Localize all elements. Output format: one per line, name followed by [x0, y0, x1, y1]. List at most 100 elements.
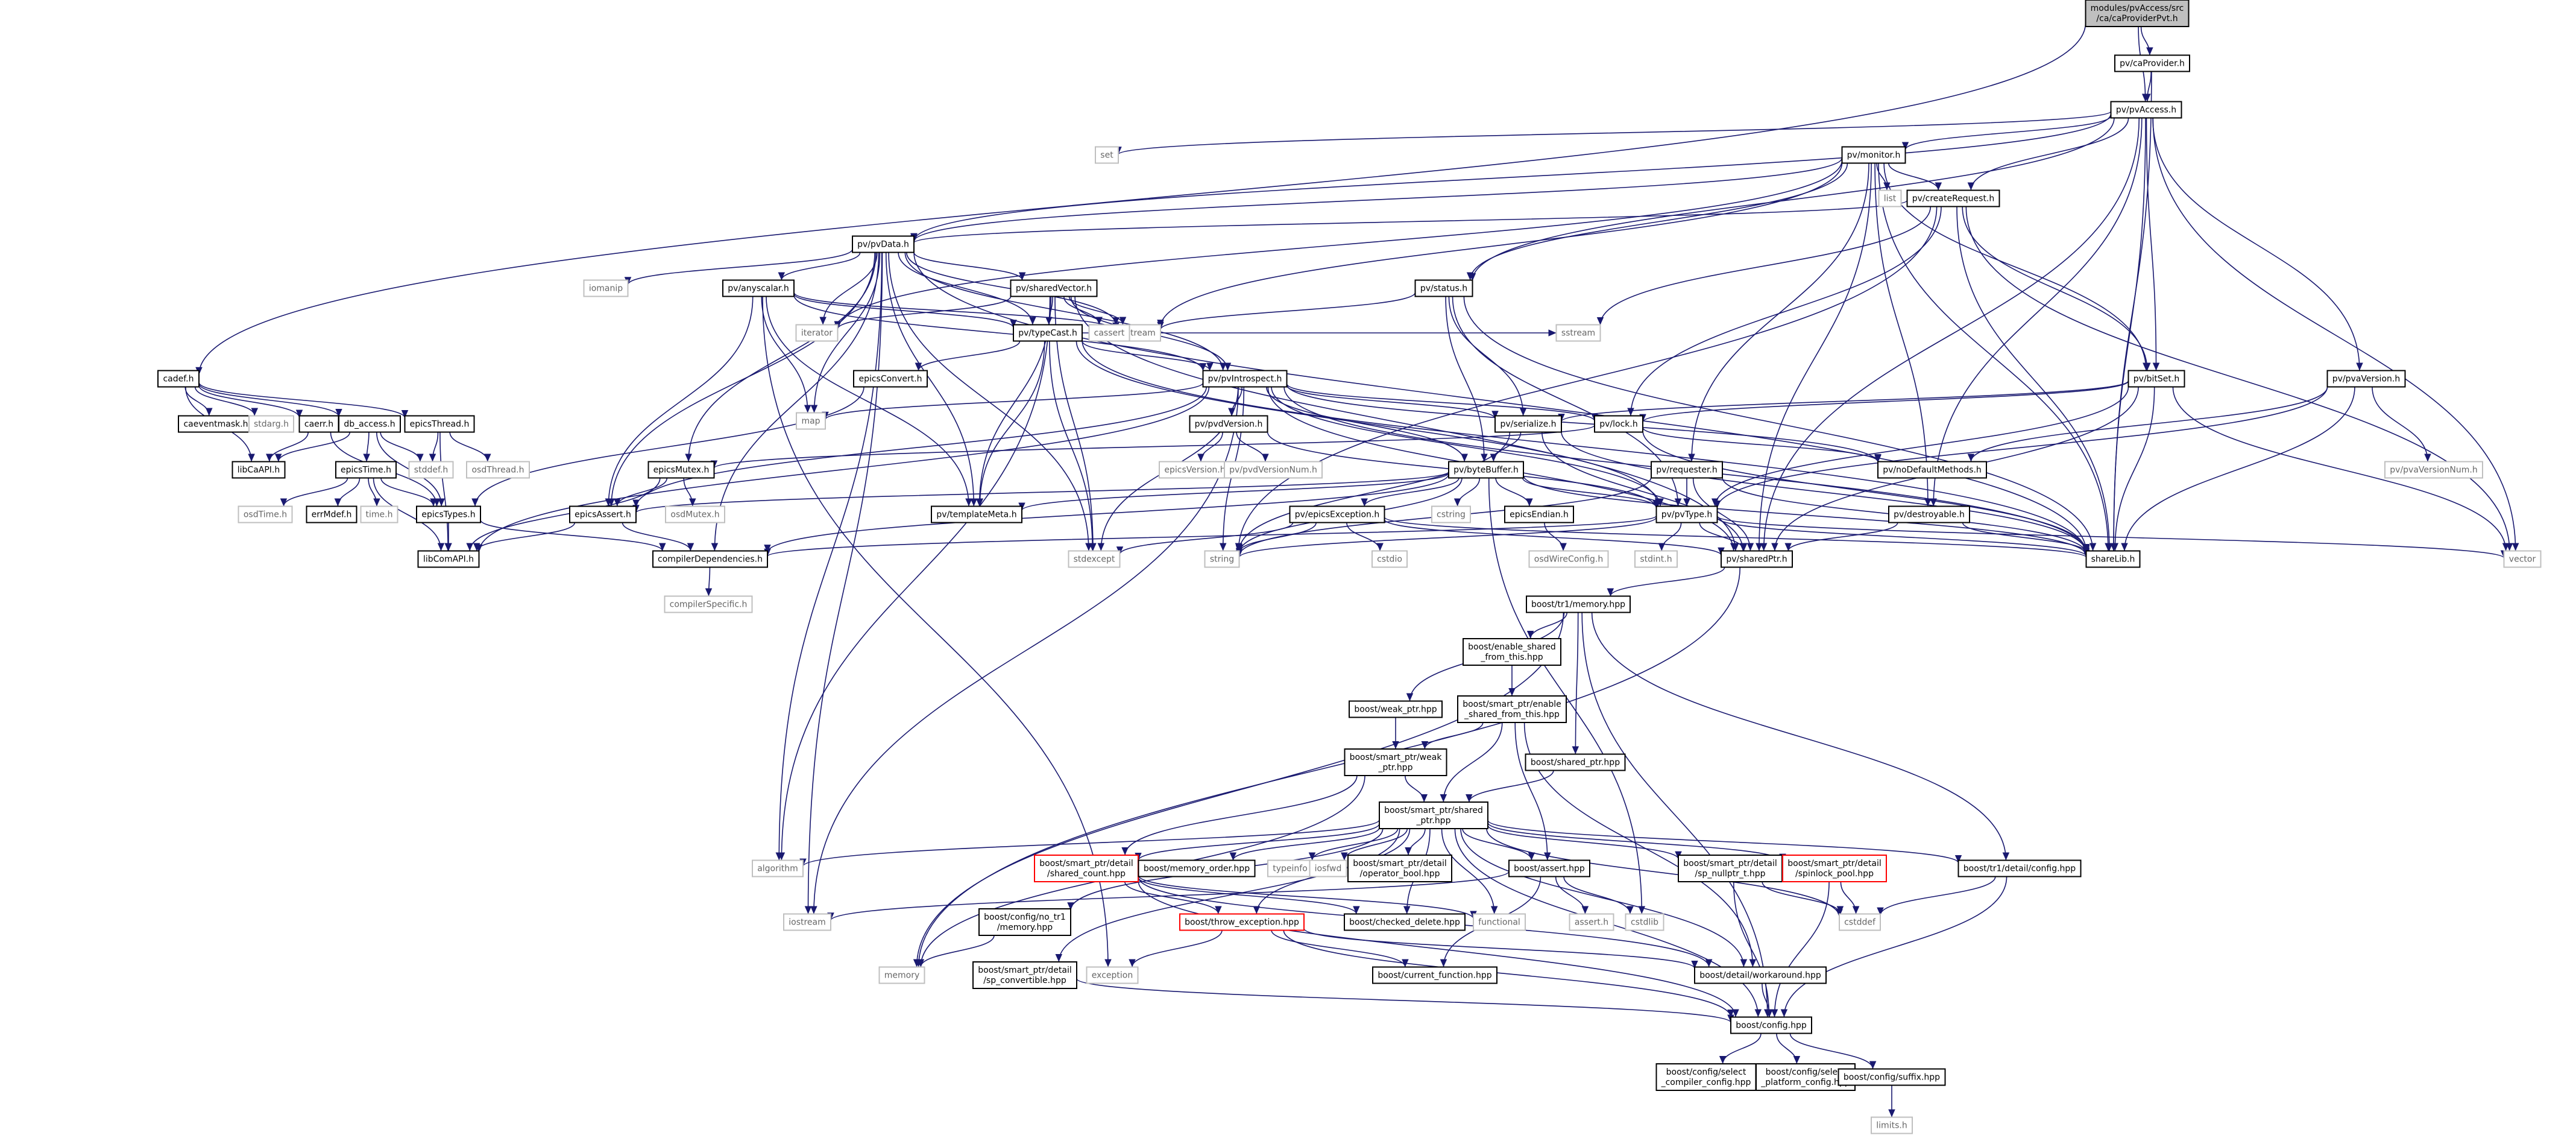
- graph-node-assert-h: assert.h: [1569, 913, 1614, 931]
- graph-node-sharelib-h[interactable]: shareLib.h: [2085, 550, 2141, 568]
- node-box: [1473, 913, 1526, 931]
- graph-node-caeventmask-h[interactable]: caeventmask.h: [178, 415, 254, 433]
- graph-node-boost-tr1-detail-config-hpp[interactable]: boost/tr1/detail/config.hpp: [1957, 859, 2082, 877]
- graph-node-boost-tr1-memory-hpp[interactable]: boost/tr1/memory.hpp: [1526, 595, 1631, 613]
- graph-node-epicsassert-h[interactable]: epicsAssert.h: [569, 505, 637, 523]
- node-label: epicsThread.h: [410, 420, 470, 429]
- graph-node-boost-shared-ptr-hpp[interactable]: boost/shared_ptr.hpp: [1525, 753, 1626, 771]
- graph-node-pv-destroyable-h[interactable]: pv/destroyable.h: [1888, 505, 1970, 523]
- graph-node-boost-smart-ptr-detail-operator-bool-hpp[interactable]: boost/smart_ptr/detail/operator_bool.hpp: [1347, 855, 1452, 882]
- graph-node-boost-memory-order-hpp[interactable]: boost/memory_order.hpp: [1138, 859, 1256, 877]
- graph-node-pv-pvaccess-h[interactable]: pv/pvAccess.h: [2110, 101, 2182, 119]
- dependency-edge: [1876, 163, 1891, 191]
- graph-node-boost-config-suffix-hpp[interactable]: boost/config/suffix.hpp: [1838, 1068, 1946, 1086]
- graph-node-boost-enable-shared-from-this-hpp[interactable]: boost/enable_shared_from_this.hpp: [1463, 638, 1561, 666]
- graph-node-cadef-h[interactable]: cadef.h: [157, 370, 200, 388]
- graph-node-pv-anyscalar-h[interactable]: pv/anyscalar.h: [722, 279, 795, 297]
- node-label: boost/smart_ptr/detail: [1039, 859, 1133, 868]
- node-box: [665, 505, 725, 523]
- graph-node-caerr-h[interactable]: caerr.h: [298, 415, 339, 433]
- dependency-edge: [822, 382, 1204, 420]
- dependency-edge: [1713, 386, 2328, 508]
- graph-node-pv-pvdversion-h[interactable]: pv/pvdVersion.h: [1189, 415, 1268, 433]
- graph-node-pv-caprovider-h[interactable]: pv/caProvider.h: [2114, 54, 2190, 72]
- graph-node-boost-config-select-compiler-config-hpp[interactable]: boost/config/select_compiler_config.hpp: [1655, 1063, 1757, 1091]
- graph-node-boost-smart-ptr-weak-ptr-hpp[interactable]: boost/smart_ptr/weak_ptr.hpp: [1344, 748, 1447, 776]
- dependency-edge: [1581, 612, 1771, 1017]
- node-label: boost/current_function.hpp: [1378, 971, 1491, 981]
- graph-node-pv-typecast-h[interactable]: pv/typeCast.h: [1013, 324, 1083, 342]
- graph-node-boost-smart-ptr-detail-sp-nullptr-t-hpp[interactable]: boost/smart_ptr/detail/sp_nullptr_t.hpp: [1678, 855, 1783, 882]
- graph-node-boost-config-hpp[interactable]: boost/config.hpp: [1730, 1016, 1812, 1034]
- graph-node-boost-smart-ptr-shared-ptr-hpp[interactable]: boost/smart_ptr/shared_ptr.hpp: [1379, 801, 1488, 829]
- graph-node-compilerdependencies-h[interactable]: compilerDependencies.h: [652, 550, 768, 568]
- dependency-edge: [1054, 296, 1097, 551]
- graph-node-pv-status-h[interactable]: pv/status.h: [1414, 279, 1473, 297]
- graph-node-pv-lock-h[interactable]: pv/lock.h: [1594, 415, 1643, 433]
- graph-node-boost-smart-ptr-enable-shared-from-this-hpp[interactable]: boost/smart_ptr/enable_shared_from_this.…: [1457, 695, 1567, 723]
- graph-node-osdtime-h: osdTime.h: [238, 505, 293, 523]
- graph-node-pv-pvintrospect-h[interactable]: pv/pvIntrospect.h: [1202, 370, 1288, 388]
- graph-node-pv-createrequest-h[interactable]: pv/createRequest.h: [1906, 189, 2000, 207]
- graph-node-boost-current-function-hpp[interactable]: boost/current_function.hpp: [1372, 966, 1497, 984]
- graph-node-epicsendian-h[interactable]: epicsEndian.h: [1504, 505, 1574, 523]
- graph-node-boost-smart-ptr-detail-sp-convertible-hpp[interactable]: boost/smart_ptr/detail/sp_convertible.hp…: [972, 961, 1077, 989]
- dependency-edge: [449, 432, 491, 462]
- graph-node-boost-assert-hpp[interactable]: boost/assert.hpp: [1508, 859, 1590, 877]
- dependency-edge: [1762, 881, 1844, 914]
- graph-node-pv-sharedptr-h[interactable]: pv/sharedPtr.h: [1721, 550, 1793, 568]
- node-box: [1730, 1016, 1812, 1034]
- dependency-edge: [1286, 385, 1499, 419]
- node-box: [1839, 913, 1881, 931]
- graph-node-boost-weak-ptr-hpp[interactable]: boost/weak_ptr.hpp: [1349, 700, 1443, 718]
- graph-node-pv-templatemeta-h[interactable]: pv/templateMeta.h: [931, 505, 1022, 523]
- graph-node-pv-epicsexception-h[interactable]: pv/epicsException.h: [1289, 505, 1385, 523]
- node-label: stddef.h: [414, 466, 448, 475]
- dependency-edge: [1692, 478, 1754, 551]
- dependency-edge: [793, 294, 1207, 371]
- node-box: [1224, 461, 1323, 479]
- node-label: boost/smart_ptr/shared: [1384, 806, 1483, 815]
- dependency-edge: [473, 522, 576, 551]
- dependency-edge: [198, 383, 342, 417]
- graph-node-errmdef-h[interactable]: errMdef.h: [306, 505, 357, 523]
- node-box: [2085, 550, 2141, 568]
- graph-node-pv-bitset-h[interactable]: pv/bitSet.h: [2127, 370, 2185, 388]
- graph-node-modules-pvaccess-src-ca-caproviderpvt-h[interactable]: modules/pvAccess/src/ca/caProviderPvt.h: [2085, 0, 2190, 27]
- graph-node-boost-checked-delete-hpp[interactable]: boost/checked_delete.hpp: [1344, 913, 1466, 931]
- graph-node-libcomapi-h[interactable]: libComAPI.h: [417, 550, 480, 568]
- node-label: pv/requester.h: [1656, 466, 1718, 475]
- graph-node-pv-nodefaultmethods-h[interactable]: pv/noDefaultMethods.h: [1877, 461, 1987, 479]
- graph-node-pv-requester-h[interactable]: pv/requester.h: [1651, 461, 1723, 479]
- graph-node-boost-detail-workaround-hpp[interactable]: boost/detail/workaround.hpp: [1694, 966, 1827, 984]
- graph-node-db-access-h[interactable]: db_access.h: [338, 415, 401, 433]
- graph-node-pv-pvtype-h[interactable]: pv/pvType.h: [1655, 505, 1718, 523]
- graph-node-libcaapi-h[interactable]: libCaAPI.h: [231, 461, 286, 479]
- graph-node-pv-bytebuffer-h[interactable]: pv/byteBuffer.h: [1448, 461, 1524, 479]
- graph-node-epicstime-h[interactable]: epicsTime.h: [335, 461, 397, 479]
- graph-node-pv-pvaversion-h[interactable]: pv/pvaVersion.h: [2326, 370, 2406, 388]
- graph-node-pv-pvdata-h[interactable]: pv/pvData.h: [852, 235, 915, 253]
- graph-node-boost-smart-ptr-detail-shared-count-hpp[interactable]: boost/smart_ptr/detail/shared_count.hpp: [1034, 855, 1139, 882]
- graph-node-boost-smart-ptr-detail-spinlock-pool-hpp[interactable]: boost/smart_ptr/detail/spinlock_pool.hpp: [1782, 855, 1887, 882]
- dependency-edge: [1699, 522, 1748, 551]
- graph-node-pv-serialize-h[interactable]: pv/serialize.h: [1494, 415, 1562, 433]
- graph-node-boost-throw-exception-hpp[interactable]: boost/throw_exception.hpp: [1179, 913, 1305, 931]
- dependency-edge: [632, 387, 1207, 508]
- graph-node-epicsconvert-h[interactable]: epicsConvert.h: [853, 370, 928, 388]
- graph-node-epicsmutex-h[interactable]: epicsMutex.h: [647, 461, 715, 479]
- graph-node-boost-config-no-tr1-memory-hpp[interactable]: boost/config/no_tr1/memory.hpp: [978, 908, 1071, 936]
- graph-node-time-h: time.h: [360, 505, 398, 523]
- graph-node-epicsthread-h[interactable]: epicsThread.h: [404, 415, 475, 433]
- node-box: [338, 415, 401, 433]
- dependency-edge: [1771, 881, 1830, 1017]
- graph-node-pv-sharedvector-h[interactable]: pv/sharedVector.h: [1010, 279, 1098, 297]
- dependency-edge: [1956, 206, 2113, 551]
- graph-node-cstdlib: cstdlib: [1625, 913, 1664, 931]
- graph-node-pv-monitor-h[interactable]: pv/monitor.h: [1841, 146, 1906, 164]
- graph-node-algorithm: algorithm: [752, 859, 804, 877]
- graph-node-epicstypes-h[interactable]: epicsTypes.h: [416, 505, 481, 523]
- dependency-edge: [1018, 472, 1449, 511]
- dependency-edge: [1466, 770, 1554, 803]
- node-label: functional: [1478, 918, 1520, 928]
